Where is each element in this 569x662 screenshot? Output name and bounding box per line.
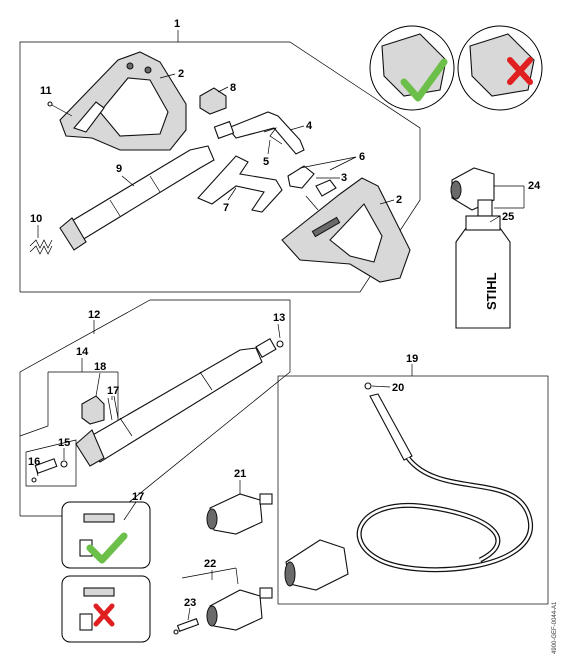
o-ring-20 (364, 382, 372, 390)
hose-19 (284, 393, 533, 591)
pin-5 (263, 127, 283, 145)
inset-17-wrong (61, 575, 151, 643)
callout-labels: 1 2 11 8 4 5 6 3 9 7 2 10 24 25 12 13 14… (28, 18, 541, 609)
group-19-outline (277, 375, 549, 605)
o-ring-13 (276, 340, 284, 348)
foam-nozzle-24 (450, 167, 495, 217)
gun-housing-2 (281, 177, 411, 283)
label-15: 15 (58, 437, 70, 449)
label-22: 22 (204, 558, 216, 570)
label-11: 11 (40, 85, 52, 97)
label-7: 7 (223, 202, 229, 214)
label-2-lower: 2 (396, 194, 402, 206)
label-24: 24 (528, 180, 541, 192)
label-21: 21 (234, 468, 246, 480)
label-2-upper: 2 (178, 68, 184, 80)
label-18: 18 (94, 361, 106, 373)
check-icon-17 (86, 532, 128, 564)
foam-bottle-25: STIHL (455, 215, 511, 329)
label-14: 14 (76, 346, 89, 358)
bottle-brand-text: STIHL (484, 272, 499, 310)
label-20: 20 (392, 382, 404, 394)
label-6: 6 (359, 151, 365, 163)
group-1-outline (19, 30, 421, 293)
label-16: 16 (28, 456, 40, 468)
label-4: 4 (306, 120, 313, 132)
cross-icon-17 (93, 603, 115, 627)
clip-8 (199, 87, 227, 115)
inset-wrong (457, 25, 543, 111)
label-23: 23 (184, 597, 196, 609)
label-25: 25 (502, 211, 514, 223)
label-19: 19 (406, 353, 418, 365)
label-5: 5 (263, 156, 269, 168)
check-icon (400, 58, 448, 102)
cross-icon (507, 57, 533, 85)
lance-12 (75, 338, 277, 467)
trigger-handle (59, 51, 187, 151)
insert-23 (173, 618, 200, 635)
leader-lines (35, 73, 501, 621)
label-8: 8 (230, 82, 236, 94)
spring-10 (29, 239, 53, 255)
drawing-code: 4900-GEF-0044-A1 (552, 601, 558, 654)
label-17-upper: 17 (107, 385, 119, 397)
lance-tube-4 (213, 111, 305, 155)
screw-11 (47, 101, 73, 117)
inset-correct (369, 25, 455, 111)
label-3: 3 (341, 172, 347, 184)
clip-18 (81, 395, 105, 425)
label-1: 1 (174, 18, 180, 30)
extension-9 (59, 145, 215, 251)
label-13: 13 (273, 312, 285, 324)
label-9: 9 (116, 163, 122, 175)
group-14-lines (19, 372, 49, 437)
inset-17-correct (61, 501, 151, 569)
label-10: 10 (30, 213, 42, 225)
nozzle-21 (206, 493, 273, 535)
bracket-7 (197, 155, 283, 213)
label-17-inset: 17 (132, 491, 144, 503)
label-12: 12 (88, 309, 100, 321)
nozzle-22 (206, 587, 273, 631)
pin-17 (107, 395, 119, 421)
